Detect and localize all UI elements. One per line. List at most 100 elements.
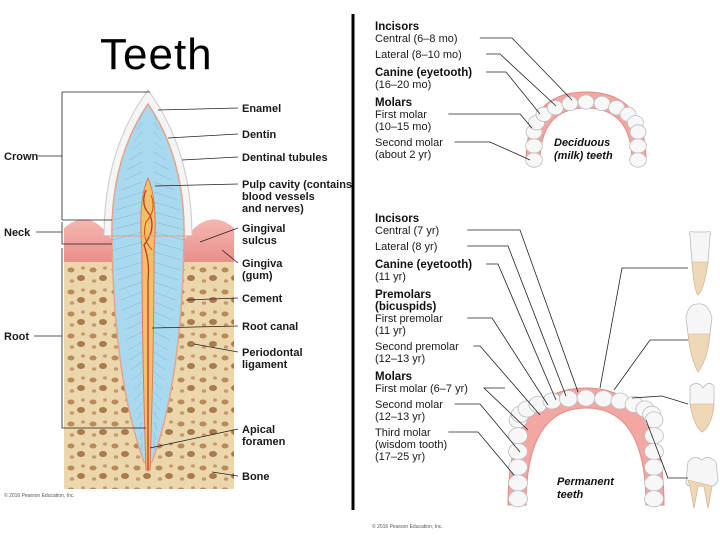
arch-tooth	[644, 490, 664, 508]
pulp-cavity-label: blood vessels	[242, 191, 315, 203]
permanent-tooth-incisor	[689, 231, 711, 296]
tooth-leader	[467, 245, 567, 397]
deciduous-arch-label-1: Deciduous	[554, 137, 610, 149]
deciduous-arch	[525, 91, 647, 168]
root-canal-leader	[151, 325, 239, 329]
tooth-type-label: Second molar	[375, 399, 443, 411]
tooth-type-label: First premolar	[375, 313, 443, 325]
crown-label: Crown	[4, 151, 39, 163]
gingiva-left	[64, 219, 112, 262]
apical-foramen-label: foramen	[242, 436, 286, 448]
arch-tooth	[594, 390, 613, 408]
tooth-type-label: (11 yr)	[375, 325, 406, 337]
tooth-leader	[454, 141, 531, 161]
arch-tooth	[547, 100, 564, 116]
arch-tooth	[508, 490, 528, 508]
pulp-cavity-label: and nerves)	[242, 203, 304, 215]
arch-tooth	[576, 389, 596, 407]
permanent-arch-label-1: Permanent	[557, 476, 615, 488]
dentin-leader	[167, 133, 239, 139]
tooth-type-label: Third molar	[375, 427, 431, 439]
arch-tooth	[559, 390, 578, 408]
group-heading: Incisors	[375, 21, 419, 33]
tooth-type-label: Central (6–8 mo)	[375, 33, 458, 45]
gingiva-label: (gum)	[242, 270, 273, 282]
arch-tooth	[629, 138, 647, 154]
tooth-type-label: Canine (eyetooth)	[375, 67, 472, 79]
arch-tooth	[644, 411, 664, 429]
tooth-leader	[486, 263, 557, 401]
gingival-sulcus-label: Gingival	[242, 223, 285, 235]
tooth-type-label: Second premolar	[375, 341, 459, 353]
permanent-arch-label-2: teeth	[557, 489, 584, 501]
apical-foramen-leader	[149, 428, 239, 449]
tooth-leader	[467, 229, 579, 393]
dentin-label: Dentin	[242, 129, 277, 141]
gingival-sulcus-label: sulcus	[242, 235, 277, 247]
root-label: Root	[4, 331, 29, 343]
group-heading: Molars	[375, 97, 412, 109]
single-tooth-leader	[599, 267, 688, 389]
tooth-leader	[479, 37, 573, 101]
tooth-type-label: Second molar	[375, 137, 443, 149]
apical-foramen-label: Apical	[242, 424, 275, 436]
tooth-type-label: (wisdom tooth)	[375, 439, 447, 451]
tooth-type-label: (12–13 yr)	[375, 353, 425, 365]
tooth-leader	[467, 317, 549, 406]
single-tooth-leader	[631, 395, 689, 405]
blood-vessel-1	[143, 189, 153, 470]
tooth-type-label: (11 yr)	[375, 271, 406, 283]
arch-tooth	[525, 152, 543, 168]
tooth-leader	[454, 403, 521, 453]
tooth-type-label: (10–15 mo)	[375, 121, 431, 133]
gingiva-label: Gingiva	[242, 258, 283, 270]
tooth-leader	[448, 113, 533, 129]
tooth-type-label: Canine (eyetooth)	[375, 259, 472, 271]
region-brackets: Crown Neck Root	[4, 91, 150, 429]
permanent-tooth-premolar	[689, 383, 715, 433]
cement-leader	[185, 297, 239, 301]
cement-label: Cement	[242, 293, 283, 305]
tooth-leader	[473, 345, 541, 416]
single-tooth-leader	[613, 339, 688, 391]
enamel-leader	[157, 107, 239, 111]
arch-tooth	[508, 458, 528, 476]
tooth-type-label: (16–20 mo)	[375, 79, 431, 91]
root-canal-label: Root canal	[242, 321, 298, 333]
tooth-type-label: First molar (6–7 yr)	[375, 383, 468, 395]
left-copyright: © 2016 Pearson Education, Inc.	[4, 492, 75, 499]
tooth-type-label: (17–25 yr)	[375, 451, 425, 463]
enamel-label: Enamel	[242, 103, 281, 115]
periodontal-ligament-leader	[193, 343, 239, 353]
arch-tooth	[525, 138, 543, 154]
tooth-leader	[486, 71, 541, 115]
group-heading: Molars	[375, 371, 412, 383]
tooth-cross-section	[64, 89, 234, 489]
root-bracket	[61, 248, 146, 429]
arch-tooth	[629, 152, 647, 168]
tooth-leader	[486, 53, 557, 107]
neck-bracket	[61, 222, 112, 245]
tooth-type-label: (12–13 yr)	[375, 411, 425, 423]
permanent-tooth-canine	[685, 303, 713, 373]
gingival-sulcus-leader	[199, 227, 239, 243]
group-heading: Premolars	[375, 289, 431, 301]
arch-tooth	[577, 94, 595, 110]
arch-tooth	[593, 95, 611, 112]
bone-leader	[211, 471, 239, 477]
group-heading: (bicuspids)	[375, 301, 437, 313]
arch-tooth	[629, 124, 647, 140]
tooth-type-label: Central (7 yr)	[375, 225, 439, 237]
deciduous-arch-label-2: (milk) teeth	[554, 150, 613, 162]
periodontal-ligament-label: Periodontal	[242, 347, 303, 359]
periodontal-ligament-label: ligament	[242, 359, 288, 371]
tooth-type-label: First molar	[375, 109, 427, 121]
right-copyright: © 2016 Pearson Education, Inc.	[372, 523, 443, 530]
pulp-cavity-leader	[154, 183, 239, 187]
tooth-type-label: Lateral (8–10 mo)	[375, 49, 462, 61]
dentinal-tubules-label: Dentinal tubules	[242, 152, 328, 164]
gingiva-right	[184, 219, 234, 262]
bone-label: Bone	[242, 471, 270, 483]
